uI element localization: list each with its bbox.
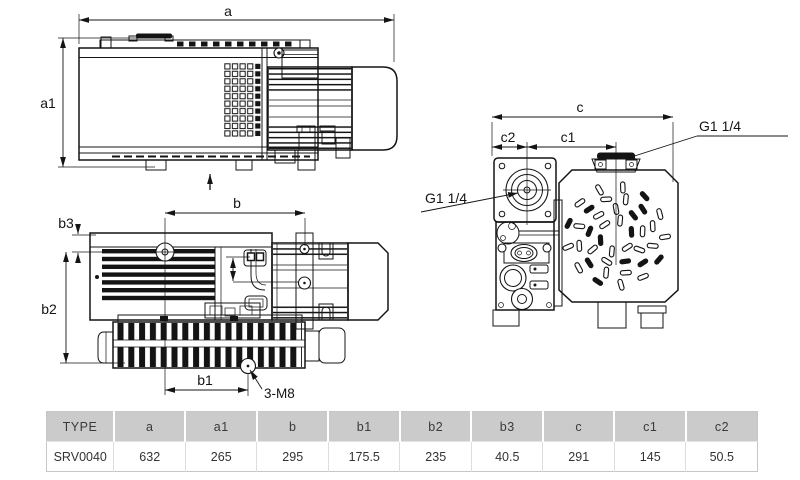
cell-b2: 235 [399,441,472,472]
dim-label-c1: c1 [561,129,576,145]
dimension-table-wrap: TYPE a a1 b b1 b2 b3 c c1 c2 SRV0040 632… [46,411,758,472]
dim-label-b1: b1 [197,372,213,388]
dim-label-a1: a1 [40,95,56,111]
cell-b1: 175.5 [328,441,401,472]
port-label-top-text: G1 1/4 [699,118,741,134]
dimension-b3: b3 [58,215,205,263]
port-label-left-text: G1 1/4 [425,190,467,206]
cell-b3: 40.5 [471,441,544,472]
cell-c: 291 [542,441,615,472]
dimension-b1: b1 [165,372,249,396]
col-header-b2: b2 [399,411,473,442]
port-label-top: G1 1/4 [624,118,788,160]
thread-note-label: 3-M8 [264,386,295,401]
view-front: c c2 c1 G1 1/4 G1 1/4 [420,99,788,329]
dimension-b: b [164,195,306,395]
col-header-b3: b3 [471,411,544,442]
dimension-a1: a1 [40,37,155,168]
table-header-row: TYPE a a1 b b1 b2 b3 c c1 c2 [46,411,758,442]
cell-c2: 50.5 [685,441,758,472]
dimension-a: a [78,3,395,62]
cell-type: SRV0040 [46,441,115,472]
dimension-c2: c2 [492,129,527,150]
col-header-b: b [256,411,330,442]
cell-c1: 145 [614,441,687,472]
col-header-a1: a1 [185,411,258,442]
dimension-c: c [491,99,674,182]
view-side: a a1 [40,3,398,190]
view-top: b b3 b2 b1 3-M8 [41,195,389,401]
dimension-table: TYPE a a1 b b1 b2 b3 c c1 c2 SRV0040 632… [46,411,758,472]
thread-note: 3-M8 [249,369,295,401]
technical-drawing: a a1 [40,3,788,401]
cell-a1: 265 [185,441,258,472]
col-header-b1: b1 [328,411,401,442]
table-row: SRV0040 632 265 295 175.5 235 40.5 291 1… [46,441,758,472]
dim-label-b2: b2 [41,301,57,317]
dim-label-a: a [224,3,232,19]
dim-label-b3: b3 [58,215,74,231]
fan-grille [561,181,672,292]
col-header-a: a [113,411,187,442]
cell-a: 632 [113,441,186,472]
dim-label-b: b [233,195,241,211]
col-header-c2: c2 [685,411,758,442]
col-header-type: TYPE [46,411,115,442]
dimension-c1: c1 [527,129,616,150]
dim-label-c: c [577,99,584,115]
port-label-left: G1 1/4 [420,190,519,213]
dimension-b2: b2 [41,252,125,364]
dim-label-c2: c2 [501,129,516,145]
col-header-c: c [542,411,616,442]
cell-b: 295 [256,441,329,472]
col-header-c1: c1 [614,411,687,442]
